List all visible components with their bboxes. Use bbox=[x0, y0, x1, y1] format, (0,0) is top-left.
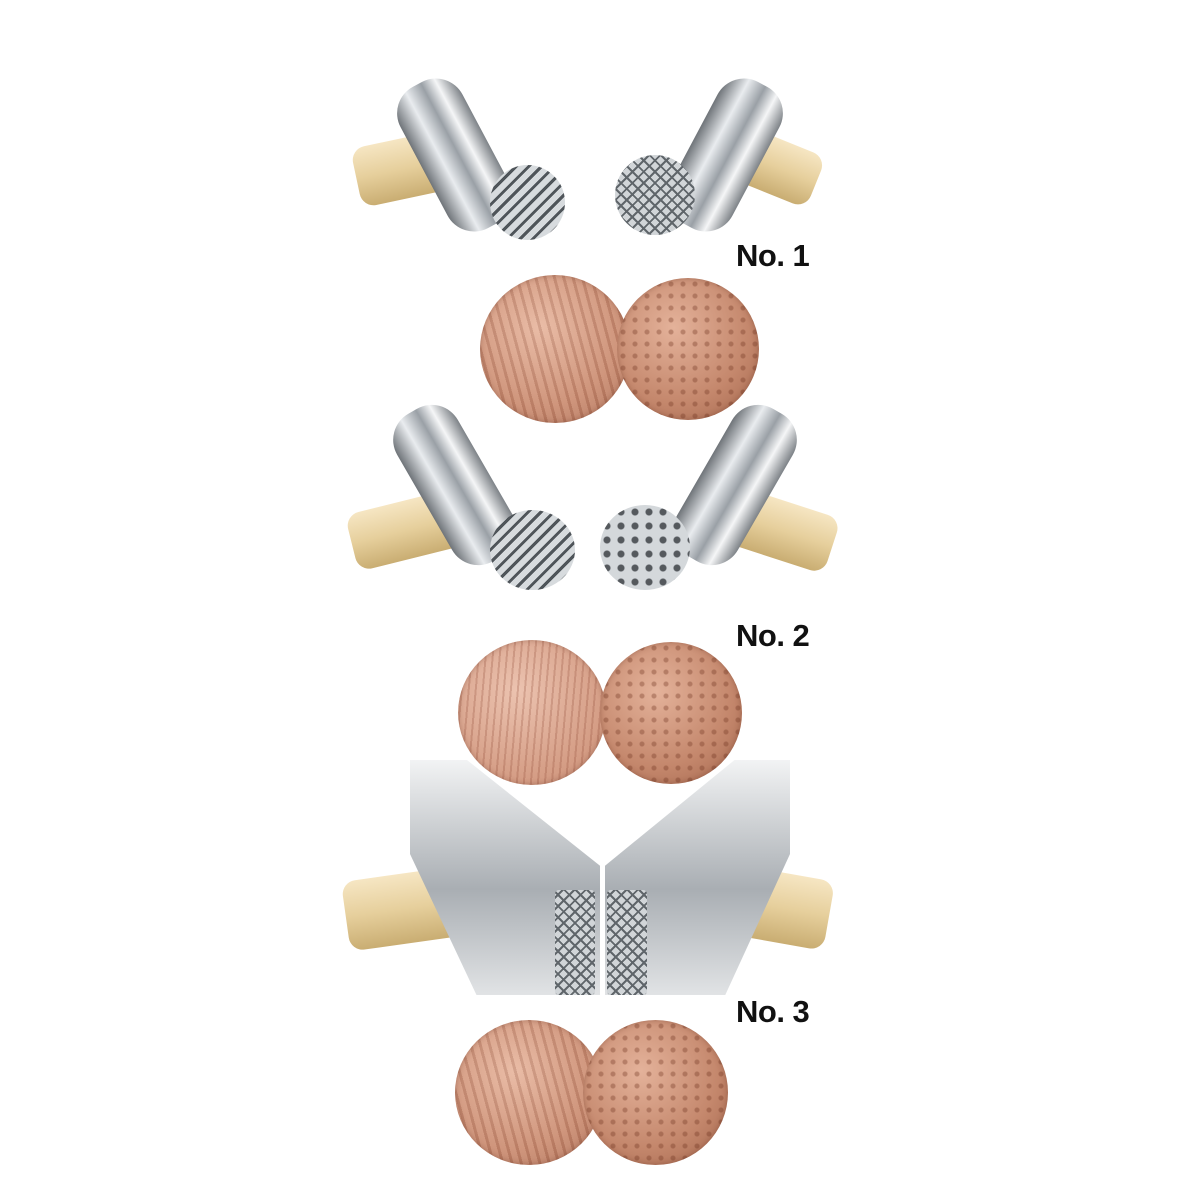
set-label-1: No. 1 bbox=[736, 238, 810, 273]
grid-hammer-face bbox=[615, 155, 695, 235]
copper-texture-sample bbox=[455, 1020, 603, 1165]
copper-texture-sample bbox=[600, 642, 742, 784]
set-label-3: No. 3 bbox=[736, 994, 810, 1029]
dotted-hammer-face bbox=[600, 505, 690, 590]
copper-texture-sample bbox=[617, 278, 759, 420]
copper-texture-sample bbox=[480, 275, 630, 423]
copper-texture-sample bbox=[458, 640, 606, 785]
diamond-hammer-face bbox=[607, 890, 647, 995]
star-hammer-face bbox=[555, 890, 595, 995]
striped-hammer-face bbox=[490, 165, 565, 240]
set-label-2: No. 2 bbox=[736, 618, 810, 653]
copper-texture-sample bbox=[583, 1020, 728, 1165]
striped-hammer-face bbox=[490, 510, 575, 590]
